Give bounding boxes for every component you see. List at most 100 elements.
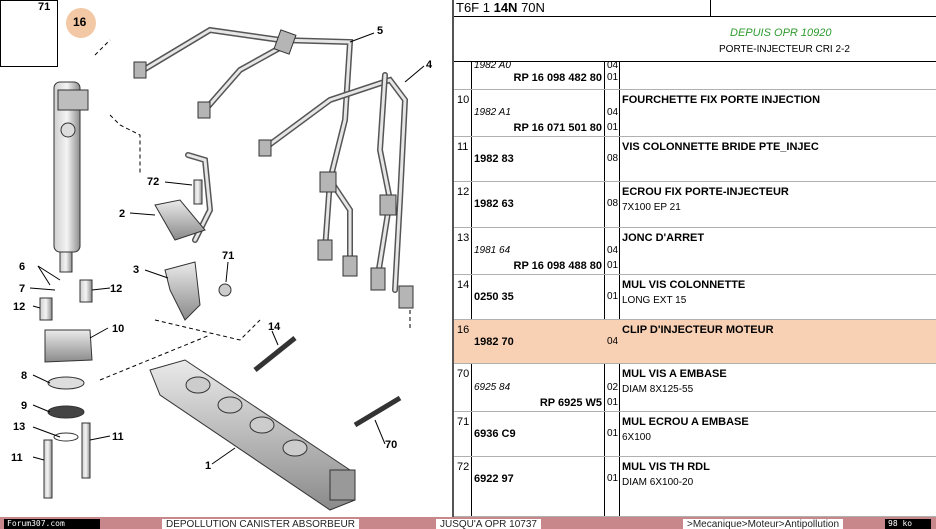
part-reference: 1982 70 <box>474 336 514 348</box>
diagram-drawing: 1 2 3 4 5 6 7 8 9 10 11 11 12 12 13 14 7… <box>11 17 433 511</box>
section-info: DEPUIS OPR 10920 PORTE-INJECTEUR CRI 2-2 <box>454 17 936 62</box>
callout-12a: 12 <box>13 301 25 313</box>
alt-reference: 6925 84 <box>474 382 511 393</box>
depuis-note: DEPUIS OPR 10920 <box>730 27 832 39</box>
breadcrumb[interactable]: >Mecanique>Moteur>Antipollution <box>683 519 844 529</box>
part-title: MUL VIS A EMBASE <box>622 368 727 380</box>
hp-pipes-drawing <box>137 26 409 293</box>
part-description: DIAM 8X125-55 <box>622 384 694 395</box>
part-reference: 0250 35 <box>474 291 514 303</box>
status-text-2: JUSQU'A OPR 10737 <box>436 519 541 529</box>
callout-14: 14 <box>268 321 281 333</box>
row-number: 12 <box>457 186 470 198</box>
callout-11a: 11 <box>11 452 23 464</box>
quantity: 04 <box>607 245 619 256</box>
highlight-label: 16 <box>73 15 87 29</box>
page-size: 98 ko <box>885 519 931 529</box>
callout-8: 8 <box>21 370 27 382</box>
callout-3: 3 <box>133 264 139 276</box>
part-title: MUL VIS TH RDL <box>622 461 710 473</box>
part-reference: 1982 83 <box>474 153 514 165</box>
part-reference: RP 16 098 482 80 <box>513 72 602 84</box>
parts-diagram[interactable]: 1 2 3 4 5 6 7 8 9 10 11 11 12 12 13 14 7… <box>0 0 452 517</box>
part-reference: RP 6925 W5 <box>539 397 602 409</box>
row-number: 10 <box>457 94 470 106</box>
row-number: 72 <box>457 461 470 473</box>
fuel-rail-drawing <box>149 359 356 511</box>
panel-header: T6F 1 14N 70N <box>454 0 936 17</box>
callout-labels: 1 2 3 4 5 6 7 8 9 10 11 11 12 12 13 14 7… <box>11 25 433 472</box>
site-label[interactable]: Forum307.com <box>4 519 100 529</box>
quantity-alt: 01 <box>607 122 619 133</box>
quantity: 01 <box>607 291 619 302</box>
quantity: 02 <box>607 382 619 393</box>
alt-reference: 1982 A1 <box>474 107 511 118</box>
alt-reference: 1982 A0 <box>474 60 511 71</box>
callout-10: 10 <box>112 323 124 335</box>
part-description: 6X100 <box>622 432 651 443</box>
row-number: 14 <box>457 279 470 291</box>
quantity: 04 <box>607 336 619 347</box>
callout-6: 6 <box>19 261 25 273</box>
section-subtitle: PORTE-INJECTEUR CRI 2-2 <box>719 44 850 55</box>
callout-70: 70 <box>385 439 397 451</box>
part-reference: RP 16 071 501 80 <box>513 122 602 134</box>
quantity: 01 <box>607 473 619 484</box>
quantity: 04 <box>607 107 619 118</box>
part-description: DIAM 6X100-20 <box>622 477 694 488</box>
status-text-1: DEPOLLUTION CANISTER ABSORBEUR <box>162 519 359 529</box>
callout-13: 13 <box>13 421 25 433</box>
quantity-alt: 01 <box>607 72 619 83</box>
part-description: 7X100 EP 21 <box>622 202 681 213</box>
part-reference: 6922 97 <box>474 473 514 485</box>
quantity: 04 <box>607 60 619 71</box>
thumbnail-frame[interactable] <box>0 0 58 67</box>
row-number: 71 <box>457 416 470 428</box>
injector-drawing <box>53 81 89 273</box>
thumbnail-label: 71 <box>38 1 51 13</box>
quantity-alt: 01 <box>607 397 619 408</box>
status-bar: Forum307.com DEPOLLUTION CANISTER ABSORB… <box>0 517 936 529</box>
part-title: JONC D'ARRET <box>622 232 705 244</box>
callout-9: 9 <box>21 400 27 412</box>
callout-12b: 12 <box>110 283 122 295</box>
callout-7: 7 <box>19 283 25 295</box>
callout-5: 5 <box>377 25 383 37</box>
callout-72: 72 <box>147 176 159 188</box>
part-title: MUL VIS COLONNETTE <box>622 279 746 291</box>
panel-divider <box>452 0 454 517</box>
alt-reference: 1981 64 <box>474 245 511 256</box>
quantity: 08 <box>607 198 619 209</box>
part-title: VIS COLONNETTE BRIDE PTE_INJEC <box>622 141 819 153</box>
part-title: ECROU FIX PORTE-INJECTEUR <box>622 186 789 198</box>
row-number: 13 <box>457 232 470 244</box>
callout-4: 4 <box>426 59 433 71</box>
callout-71: 71 <box>222 250 234 262</box>
part-reference: 6936 C9 <box>474 428 516 440</box>
callout-2: 2 <box>119 208 125 220</box>
part-title: MUL ECROU A EMBASE <box>622 416 749 428</box>
callout-1: 1 <box>205 460 211 472</box>
quantity: 01 <box>607 428 619 439</box>
part-reference: 1982 63 <box>474 198 514 210</box>
part-title: CLIP D'INJECTEUR MOTEUR <box>622 324 774 336</box>
row-number: 16 <box>457 324 470 336</box>
quantity-alt: 01 <box>607 260 619 271</box>
part-reference: RP 16 098 488 80 <box>513 260 602 272</box>
quantity: 08 <box>607 153 619 164</box>
part-description: LONG EXT 15 <box>622 295 687 306</box>
parts-list-panel: T6F 1 14N 70N DEPUIS OPR 10920 PORTE-INJ… <box>454 0 936 517</box>
row-number: 11 <box>457 141 469 153</box>
highlight-marker[interactable] <box>66 8 96 38</box>
